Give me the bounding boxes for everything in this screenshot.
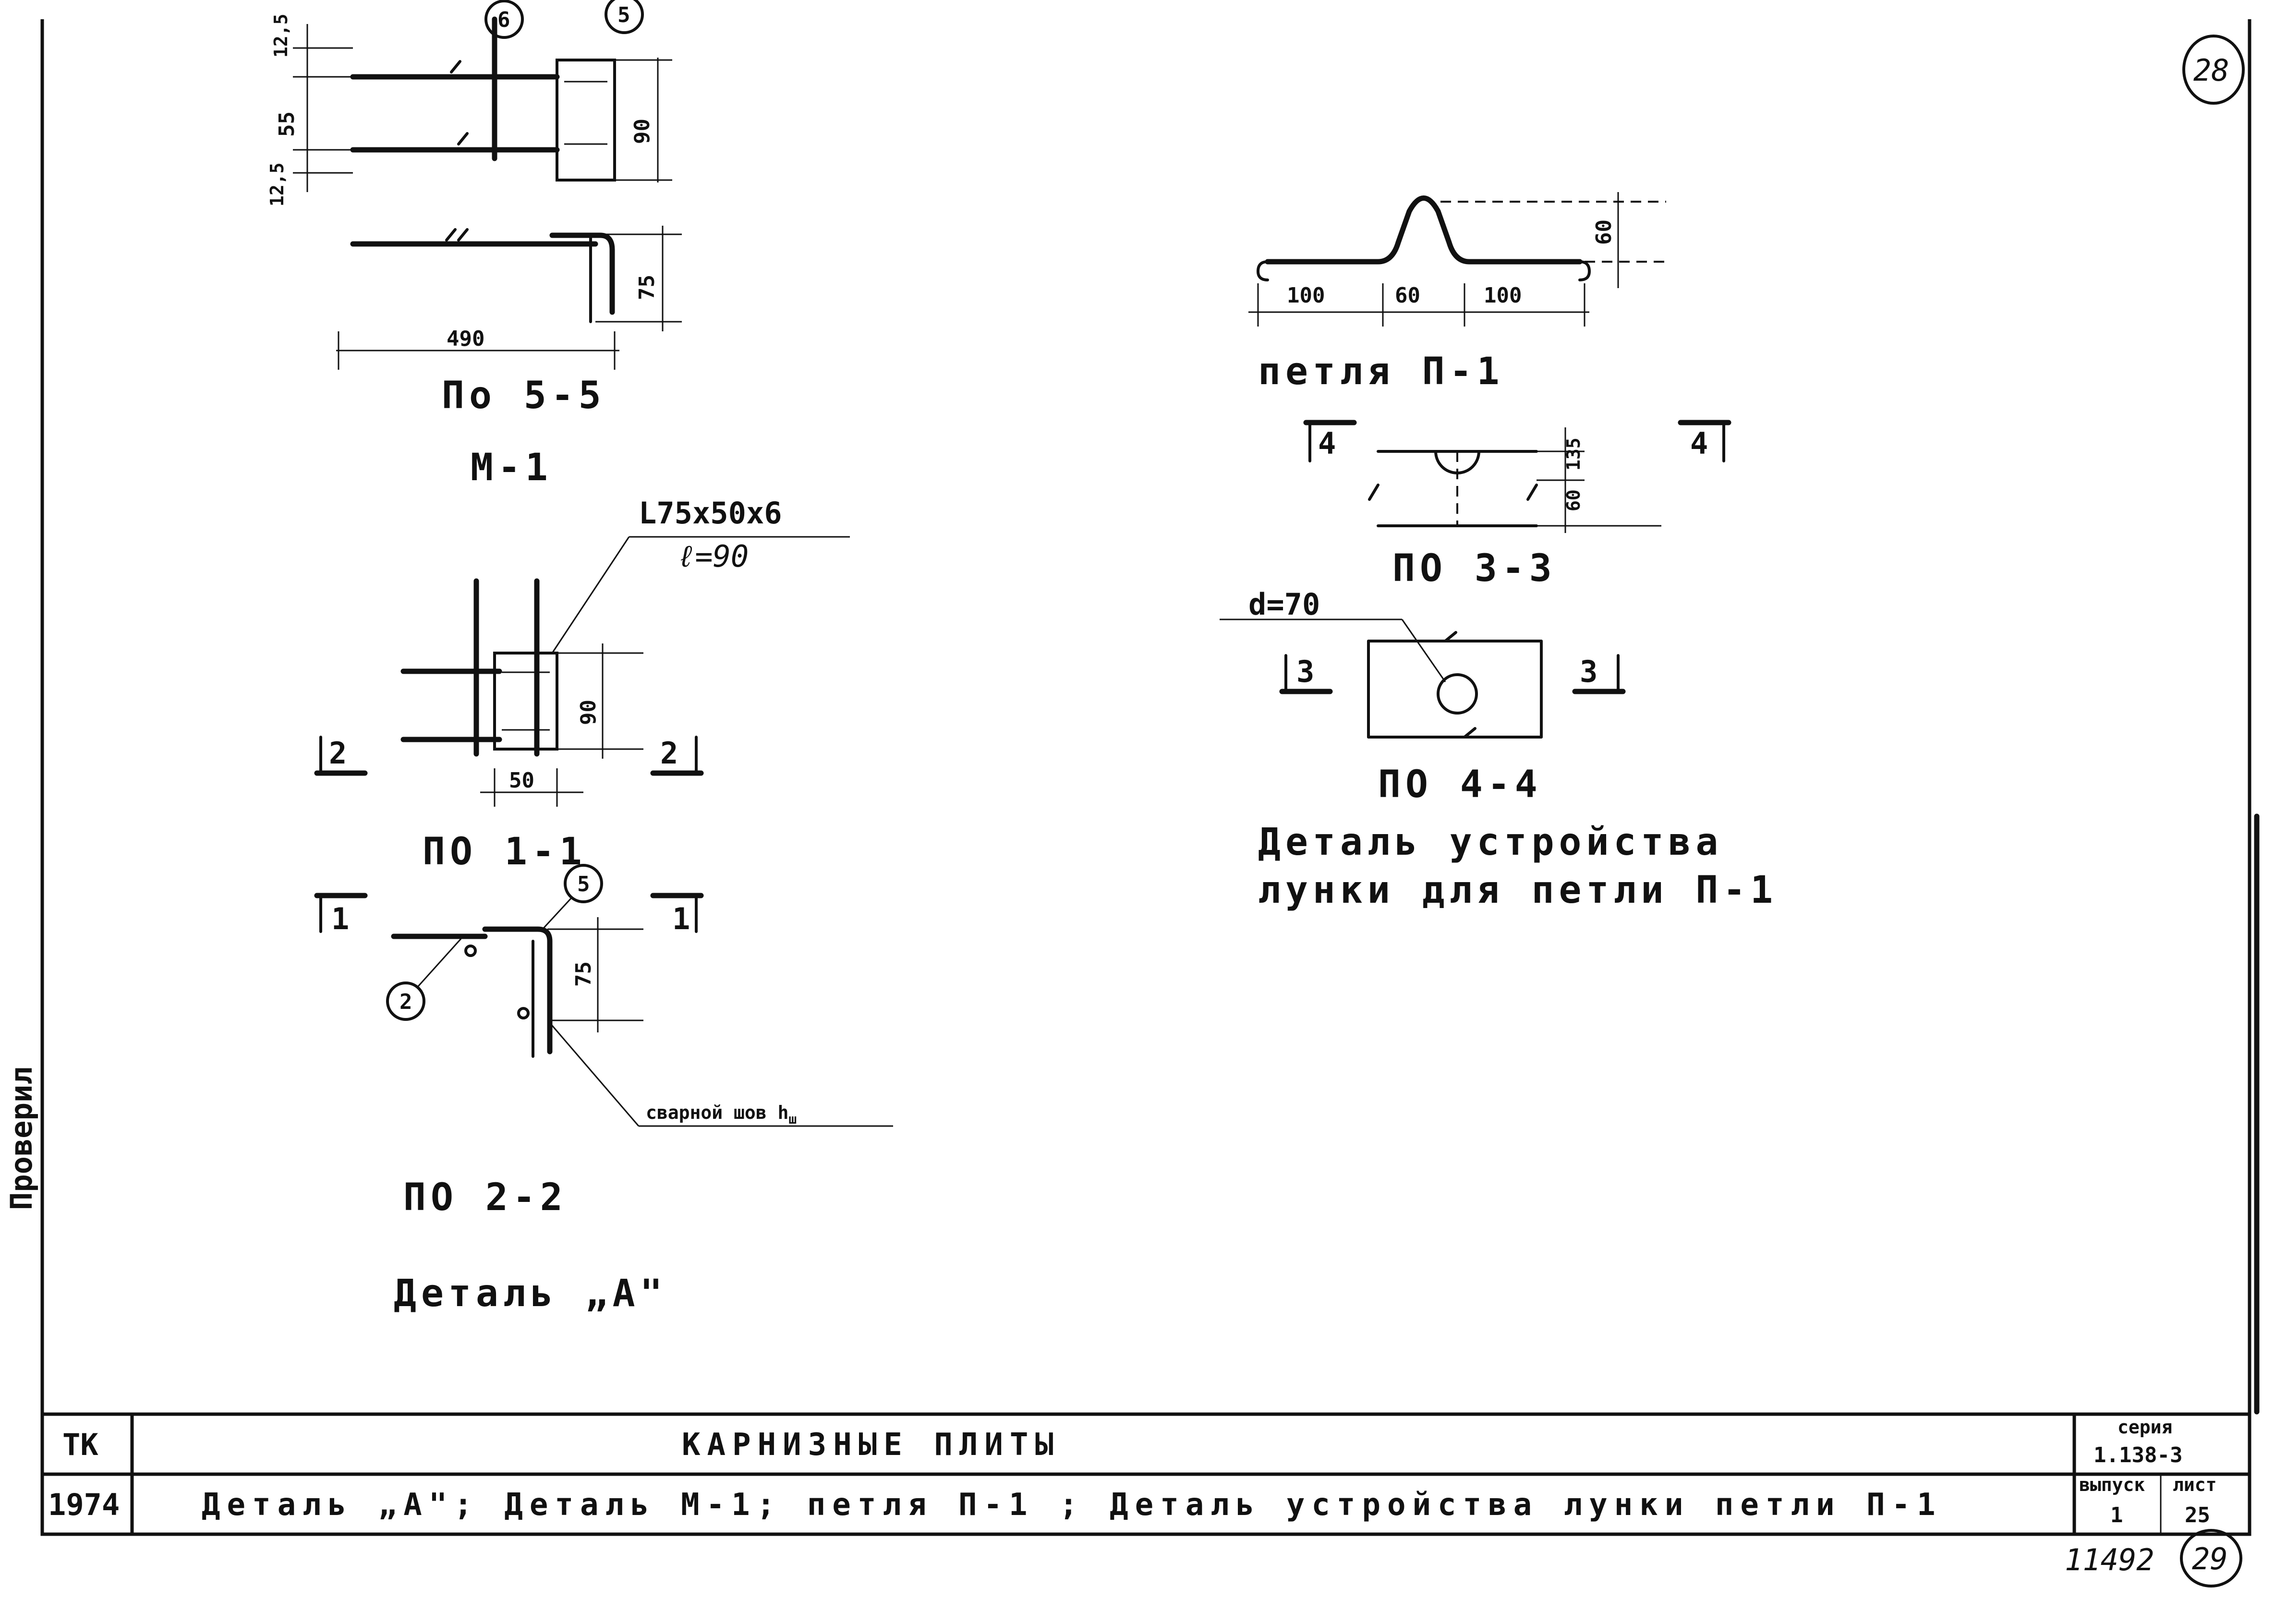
weld-label: сварной шов hш: [646, 1102, 797, 1127]
issue-value: 1: [2110, 1503, 2123, 1527]
diameter-label: d=70: [1248, 587, 1320, 622]
callout-5-top: 5: [617, 3, 630, 27]
year: 1974: [48, 1487, 120, 1522]
m1-dim-490: 490: [447, 327, 484, 351]
s33-dim-135: 135: [1563, 437, 1584, 471]
sheet-number-top: 28: [2182, 35, 2245, 105]
section-1-1: [314, 536, 850, 807]
m1-dim-12-5-top: 12,5: [270, 13, 291, 58]
hole-detail-title-line1: Деталь устройства: [1258, 821, 1723, 864]
loop-title: петля П-1: [1258, 350, 1504, 393]
callout-5: 5: [577, 872, 590, 897]
sheet-number-bottom: 29: [2180, 1529, 2242, 1588]
m1-side-view: [336, 226, 682, 370]
sheet-label: лист: [2173, 1474, 2217, 1495]
s44-label: ПО 4-4: [1378, 763, 1542, 806]
cut-mark-4-left: 4: [1318, 426, 1336, 461]
svg-text:29: 29: [2192, 1541, 2228, 1576]
org-code: ТК: [62, 1427, 98, 1462]
s33-label: ПО 3-3: [1392, 547, 1557, 590]
hole-detail-title-line2: лунки для петли П-1: [1258, 869, 1778, 912]
series-value: 1.138-3: [2093, 1443, 2182, 1467]
issue-label: выпуск: [2079, 1474, 2145, 1495]
loop-p1: [1248, 192, 1666, 327]
inventory-number: 11492: [2065, 1542, 2154, 1577]
s22-label: ПО 2-2: [403, 1176, 568, 1219]
callout-6: 6: [497, 8, 510, 32]
cut-mark-2-right: 2: [660, 736, 678, 771]
sheet-title: КАРНИЗНЫЕ ПЛИТЫ: [682, 1427, 1060, 1463]
series-label: серия: [2118, 1417, 2172, 1438]
title-block: [40, 1412, 2251, 1536]
m1-dim-55: 55: [275, 111, 299, 137]
s33-dim-60: 60: [1563, 489, 1584, 511]
s11-dim-90: 90: [576, 700, 601, 725]
m1-section-label: По 5-5: [442, 374, 606, 417]
cut-mark-3-right: 3: [1580, 654, 1597, 689]
loop-dim-100-left: 100: [1287, 283, 1325, 308]
cut-mark-1-right: 1: [672, 901, 690, 936]
angle-spec: L75x50x6: [639, 496, 782, 531]
margin-stamp: Проверил: [4, 1067, 39, 1210]
s11-dim-50: 50: [509, 768, 534, 793]
m1-dim-75: 75: [635, 275, 659, 300]
section-4-4: [1220, 618, 1626, 739]
s11-label: ПО 1-1: [423, 830, 587, 873]
m1-dim-12-5-bottom: 12,5: [266, 162, 288, 206]
m1-top-view: [293, 0, 672, 192]
angle-length: ℓ=90: [677, 539, 749, 574]
loop-dim-60: 60: [1395, 283, 1420, 308]
loop-dim-100-right: 100: [1484, 283, 1522, 308]
cut-mark-1-left: 1: [331, 901, 349, 936]
section-3-3: [1303, 420, 1731, 533]
detail-a-title: Деталь „А": [394, 1272, 667, 1315]
svg-text:28: 28: [2193, 53, 2229, 88]
cut-mark-3-left: 3: [1296, 654, 1314, 689]
m1-title: М-1: [471, 446, 553, 489]
cut-mark-2-left: 2: [329, 736, 347, 771]
s22-dim-75: 75: [571, 961, 596, 987]
cut-mark-4-right: 4: [1690, 426, 1708, 461]
callout-2: 2: [399, 990, 412, 1014]
m1-dim-90: 90: [630, 119, 654, 144]
section-2-2: [314, 864, 893, 1127]
sheet-value: 25: [2185, 1503, 2210, 1527]
sheet-subtitle: Деталь „А"; Деталь М-1; петля П-1 ; Дета…: [202, 1487, 1942, 1523]
loop-dim-60-height: 60: [1592, 219, 1616, 245]
